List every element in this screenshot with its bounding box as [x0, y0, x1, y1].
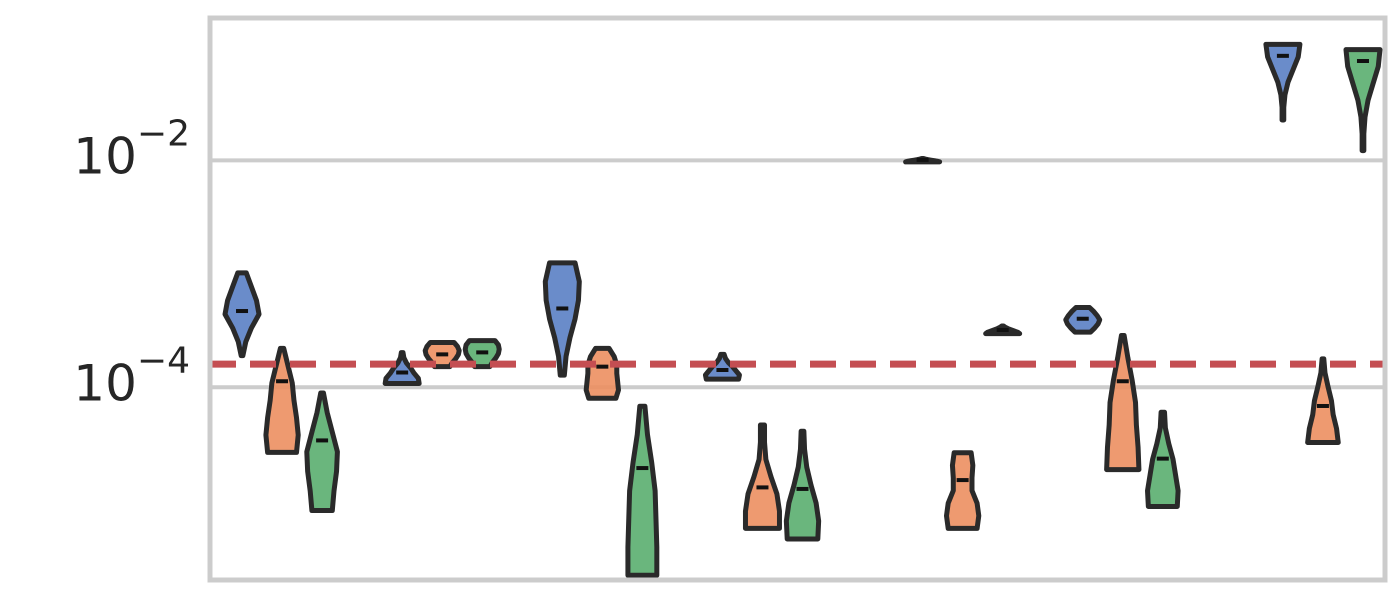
y-tick-label-base: 10 [73, 354, 137, 412]
y-tick-label-exponent: −2 [137, 113, 190, 154]
y-tick-label: 10−2 [73, 113, 190, 185]
grid-lines [210, 158, 1385, 390]
y-tick-label: 10−4 [73, 340, 190, 412]
violin-7 [542, 260, 582, 378]
violin-20 [1305, 356, 1341, 445]
violin-14 [943, 450, 982, 531]
y-tick-label-exponent: −4 [137, 340, 190, 381]
violin-19 [1263, 41, 1303, 123]
violin-1 [222, 270, 262, 359]
violin-4 [382, 350, 422, 386]
plot-frame [207, 15, 1388, 583]
y-tick-label-base: 10 [73, 127, 137, 185]
violin-9 [625, 403, 660, 578]
y-axis-tick-labels: 10−210−4 [73, 113, 190, 412]
violin-8 [583, 345, 621, 401]
violin-11 [742, 422, 782, 531]
violin-17 [1104, 333, 1142, 473]
violin-2 [263, 345, 301, 455]
violin-12 [783, 428, 822, 542]
violins [222, 41, 1383, 578]
violin-21 [1343, 47, 1383, 154]
violin-10 [702, 351, 742, 382]
violin-3 [304, 390, 340, 513]
